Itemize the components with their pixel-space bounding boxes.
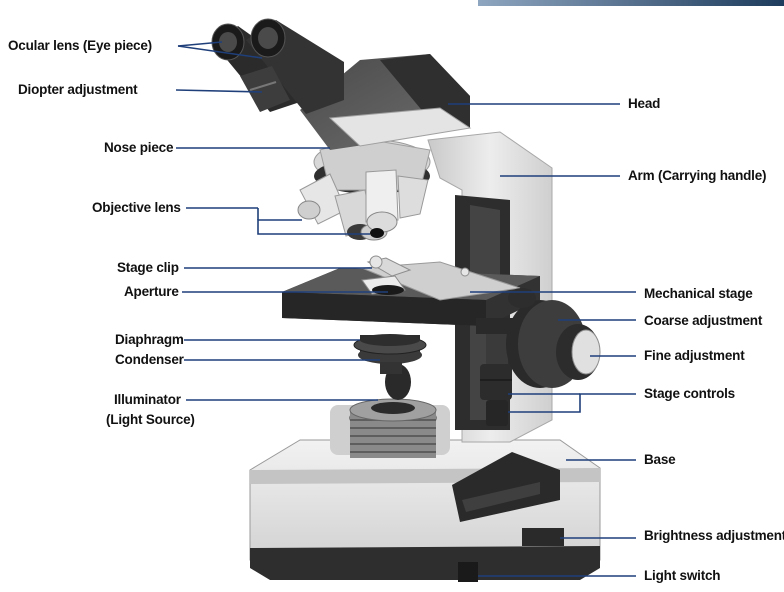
label-light-source: (Light Source): [106, 412, 195, 427]
leader-diopter: [175, 89, 263, 93]
ocular-lenses: [211, 18, 344, 114]
label-diaphragm: Diaphragm: [115, 332, 184, 347]
label-light-switch: Light switch: [644, 568, 721, 583]
illuminator: [330, 364, 450, 458]
label-head: Head: [628, 96, 661, 111]
leader-objective-bracket: [257, 219, 370, 235]
objective-lenses: [297, 169, 429, 241]
label-fine-adjustment: Fine adjustment: [644, 348, 745, 363]
leader-lines: [175, 41, 636, 577]
label-mechanical-stage: Mechanical stage: [644, 286, 753, 301]
microscope-base: [249, 439, 601, 582]
label-stage-clip: Stage clip: [117, 260, 179, 275]
label-diopter-adjustment: Diopter adjustment: [18, 82, 138, 97]
leader-ocular-1: [177, 41, 223, 47]
corner-decoration-bar: [478, 0, 784, 6]
label-arm: Arm (Carrying handle): [628, 168, 767, 183]
label-aperture: Aperture: [124, 284, 179, 299]
label-illuminator: Illuminator: [114, 392, 181, 407]
leader-stage-controls: [508, 393, 636, 413]
label-condenser: Condenser: [115, 352, 184, 367]
label-nose-piece: Nose piece: [104, 140, 174, 155]
label-brightness-adjustment: Brightness adjustment: [644, 528, 784, 543]
label-ocular-lens: Ocular lens (Eye piece): [8, 38, 152, 53]
condenser-diaphragm: [353, 334, 427, 374]
focus-knobs: [506, 288, 601, 388]
leader-ocular-2: [177, 45, 263, 59]
label-coarse-adjustment: Coarse adjustment: [644, 313, 763, 328]
label-base: Base: [644, 452, 676, 467]
label-stage-controls: Stage controls: [644, 386, 735, 401]
label-objective-lens: Objective lens: [92, 200, 181, 215]
